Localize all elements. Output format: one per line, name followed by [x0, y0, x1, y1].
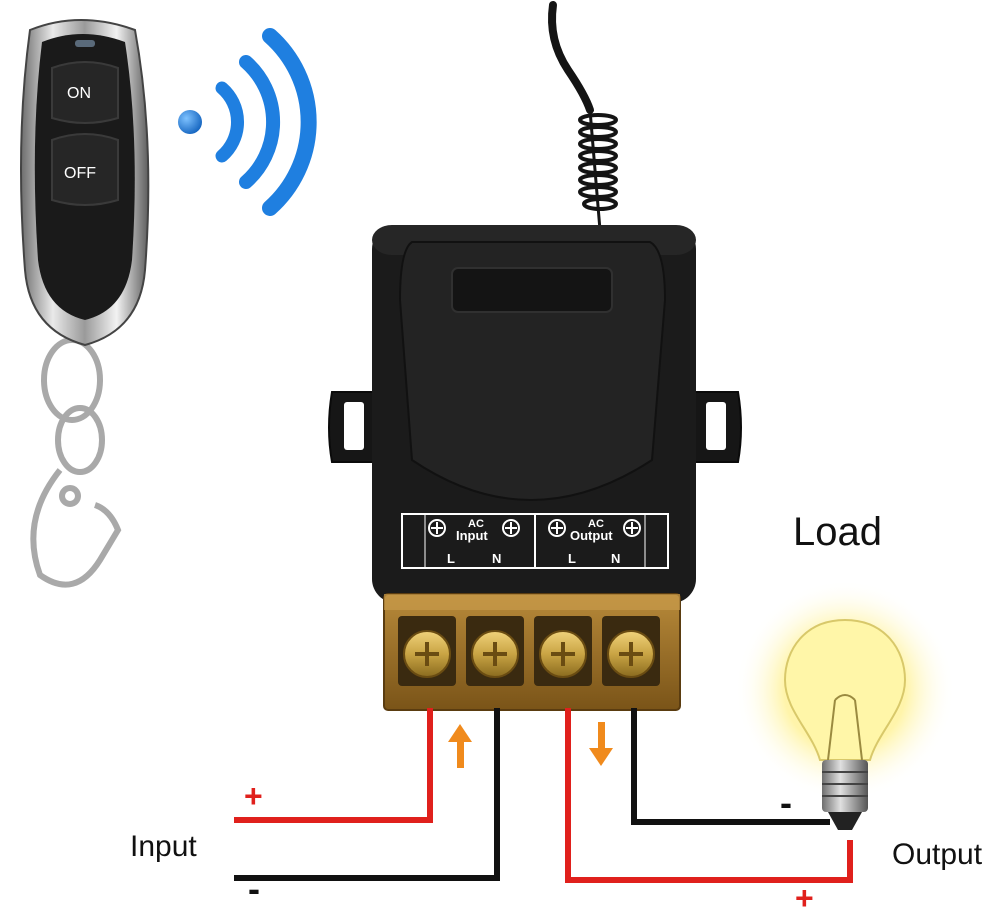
input-minus-sign: - — [248, 868, 260, 909]
output-minus-sign: - — [780, 782, 792, 823]
load-label: Load — [793, 510, 882, 554]
input-ac-label: AC — [468, 518, 484, 530]
on-label: ON — [67, 85, 91, 102]
up-arrow-icon — [448, 724, 472, 768]
antenna — [548, 1, 618, 232]
terminal-label-plate: AC Input AC Output L N L N — [401, 513, 669, 569]
off-label: OFF — [64, 165, 96, 182]
input-positive-wire — [234, 708, 433, 823]
input-n-label: N — [492, 551, 501, 566]
down-arrow-icon — [589, 722, 613, 766]
input-group-label: Input — [456, 528, 488, 543]
output-positive-wire — [565, 708, 853, 883]
wires — [234, 708, 853, 883]
input-label: Input — [130, 830, 197, 863]
output-group-label: Output — [570, 528, 613, 543]
output-n-label: N — [611, 551, 620, 566]
input-plus-sign: + — [244, 778, 263, 814]
off-button[interactable]: OFF — [51, 133, 119, 206]
screw-terminal-input-l — [398, 616, 456, 686]
output-label: Output — [892, 838, 983, 871]
light-bulb-icon — [735, 580, 955, 830]
screw-terminal-input-n — [466, 616, 524, 686]
relay-module: AC Input AC Output L N L N — [328, 225, 742, 711]
on-button[interactable]: ON — [51, 61, 119, 124]
screw-terminal-output-l — [534, 616, 592, 686]
input-l-label: L — [447, 551, 455, 566]
remote-control: ON OFF — [20, 19, 150, 588]
output-negative-wire — [631, 708, 830, 825]
keychain-icon — [30, 337, 122, 588]
screw-terminal-output-n — [602, 616, 660, 686]
wireless-signal-icon — [178, 28, 317, 216]
output-plus-sign: + — [795, 880, 814, 916]
output-ac-label: AC — [588, 518, 604, 530]
output-l-label: L — [568, 551, 576, 566]
input-negative-wire — [234, 708, 500, 881]
